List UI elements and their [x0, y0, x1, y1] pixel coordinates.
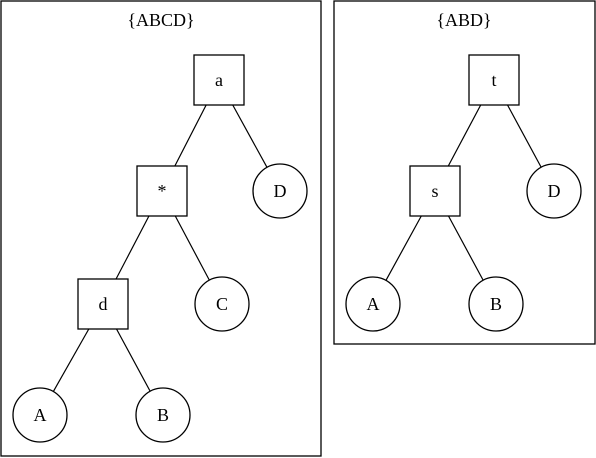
panel-abd-title: {ABD} [436, 10, 491, 30]
operator-square [468, 54, 520, 106]
edge-t-D [506, 104, 542, 168]
operator-square [193, 54, 245, 106]
edge-d-B [115, 328, 151, 392]
operator-square [136, 165, 188, 217]
panel-abcd-nodes: a * Dd C A B [12, 54, 308, 443]
node-label: s [431, 181, 438, 201]
panel-abcd-title: {ABCD} [127, 10, 194, 30]
leaf-circle [526, 163, 582, 219]
node-B: B [468, 276, 524, 332]
leaf-circle [12, 387, 68, 443]
node-label: * [158, 181, 167, 201]
panel-abd-frame [333, 0, 596, 345]
edge-a-D [232, 104, 268, 168]
leaf-circle [135, 387, 191, 443]
operator-square [409, 165, 461, 217]
leaf-circle [468, 276, 524, 332]
node-C: C [194, 276, 250, 332]
panel-abcd: {ABCD} a * Dd C A B [0, 0, 322, 457]
node-A: A [12, 387, 68, 443]
panel-abd-nodes: t s D A B [345, 54, 582, 332]
node-t: t [468, 54, 520, 106]
edge-s-B [447, 215, 484, 281]
edge-m-d [115, 215, 150, 280]
node-label: B [490, 294, 502, 314]
panel-abd: {ABD} t s D A B [333, 0, 596, 345]
node-B: B [135, 387, 191, 443]
node-label: D [548, 181, 561, 201]
node-label: t [491, 70, 496, 90]
node-label: a [215, 70, 223, 90]
panel-abcd-edges [52, 104, 268, 392]
node-D: D [252, 163, 308, 219]
panel-abcd-frame [0, 0, 322, 457]
node-a: a [193, 54, 245, 106]
leaf-circle [252, 163, 308, 219]
edge-m-C [174, 215, 210, 281]
node-star: * [136, 165, 188, 217]
node-D: D [526, 163, 582, 219]
operator-square [77, 278, 129, 330]
node-A: A [345, 276, 401, 332]
panel-abd-edges [385, 104, 542, 281]
leaf-circle [345, 276, 401, 332]
edge-t-s [447, 104, 482, 167]
node-d: d [77, 278, 129, 330]
node-label: d [99, 294, 108, 314]
node-label: D [274, 181, 287, 201]
leaf-circle [194, 276, 250, 332]
node-s: s [409, 165, 461, 217]
node-label: A [367, 294, 380, 314]
edge-a-m [174, 104, 207, 167]
edge-d-A [52, 328, 90, 392]
node-label: A [34, 405, 47, 425]
node-label: C [216, 294, 228, 314]
edge-s-A [385, 215, 422, 281]
node-label: B [157, 405, 169, 425]
